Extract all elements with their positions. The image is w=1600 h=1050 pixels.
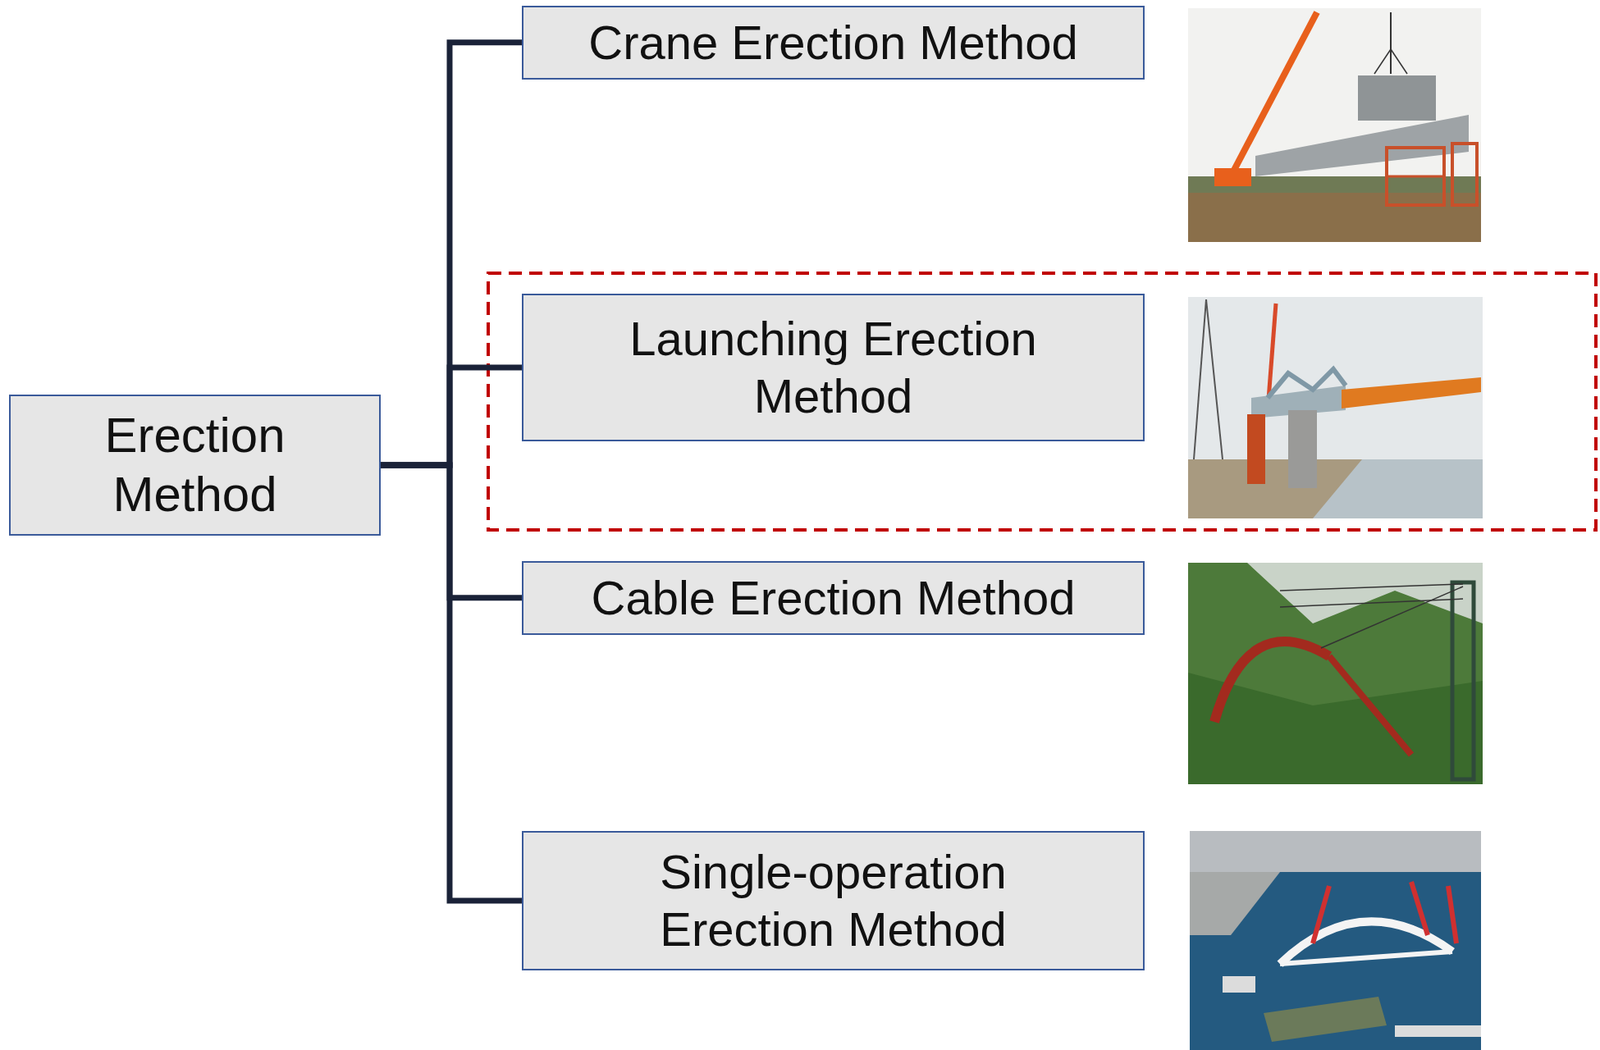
- launching-photo: [1188, 297, 1483, 519]
- box-label: Launching Erection Method: [587, 310, 1080, 425]
- tree-connector: [380, 465, 522, 901]
- cable-photo: [1188, 562, 1483, 785]
- crane-photo: [1188, 8, 1482, 243]
- box-label: Cable Erection Method: [591, 569, 1076, 627]
- box-label: Single-operation Erection Method: [587, 843, 1080, 958]
- box-label: Erection Method: [39, 406, 352, 525]
- method-box: Launching Erection Method: [521, 293, 1145, 442]
- method-box: Crane Erection Method: [521, 5, 1145, 80]
- method-box: Cable Erection Method: [521, 561, 1145, 636]
- tree-connector: [380, 42, 522, 466]
- single-operation-photo: [1189, 831, 1482, 1050]
- highlight-frame: [488, 273, 1596, 531]
- method-box: Single-operation Erection Method: [521, 831, 1145, 971]
- root-box: Erection Method: [9, 394, 381, 536]
- box-label: Crane Erection Method: [588, 13, 1078, 72]
- tree-connector: [380, 367, 522, 466]
